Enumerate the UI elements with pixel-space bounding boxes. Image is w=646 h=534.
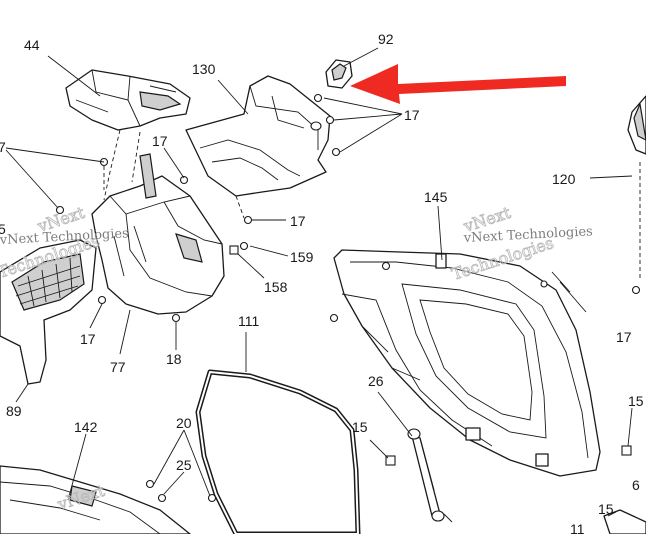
callout-26: 26	[368, 373, 384, 389]
part-92-clip	[325, 59, 353, 89]
part-111-gasket	[195, 369, 361, 534]
red-indicator-arrow	[350, 64, 566, 104]
callout-17-center: 17	[152, 133, 168, 149]
callout-15-center: 15	[352, 419, 368, 435]
callout-17-mid: 17	[290, 213, 306, 229]
part-142-bottom-panel	[0, 465, 191, 534]
callout-18: 18	[166, 351, 182, 367]
callout-25: 25	[176, 457, 192, 473]
watermark-full-left: vNext Technologies	[0, 226, 129, 248]
callout-120: 120	[552, 171, 576, 187]
callout-44: 44	[24, 37, 40, 53]
callout-17-right: 17	[616, 329, 632, 345]
fasteners	[55, 93, 641, 503]
watermark-full-right: vNext Technologies	[462, 224, 593, 246]
part-77-air-box	[91, 153, 225, 315]
part-145-storage-bin	[333, 249, 601, 477]
callout-17-left: 17	[80, 331, 96, 347]
part-120-panel-edge	[627, 95, 646, 155]
callout-111: 111	[238, 313, 259, 329]
callout-142: 142	[74, 419, 98, 435]
part-89-grill	[0, 239, 97, 385]
callout-130: 130	[192, 61, 216, 77]
part-130-duct-cover	[185, 75, 331, 197]
part-26-gas-strut	[407, 428, 453, 523]
callout-11: 11	[570, 521, 585, 534]
callout-20: 20	[176, 415, 192, 431]
callout-7: 7	[0, 139, 6, 155]
leader-lines	[5, 47, 633, 517]
callout-17-top-right: 17	[404, 107, 420, 123]
callout-159: 159	[290, 249, 314, 265]
callout-158: 158	[264, 279, 288, 295]
callout-77: 77	[110, 359, 126, 375]
part-44-vent-cover	[65, 69, 191, 131]
callout-89: 89	[6, 403, 22, 419]
callout-92: 92	[378, 31, 394, 47]
callout-6: 6	[632, 477, 640, 493]
callout-145: 145	[424, 189, 448, 205]
callout-labels: 44 92 130 17 17 7 120 145 17 5 159 158 1…	[0, 31, 644, 534]
callout-5: 5	[0, 221, 6, 237]
part-bottom-right-fragment	[603, 509, 646, 534]
callout-15-bottom: 15	[598, 501, 614, 517]
callout-15-right: 15	[628, 393, 644, 409]
assembly-dash-lines	[103, 129, 641, 280]
